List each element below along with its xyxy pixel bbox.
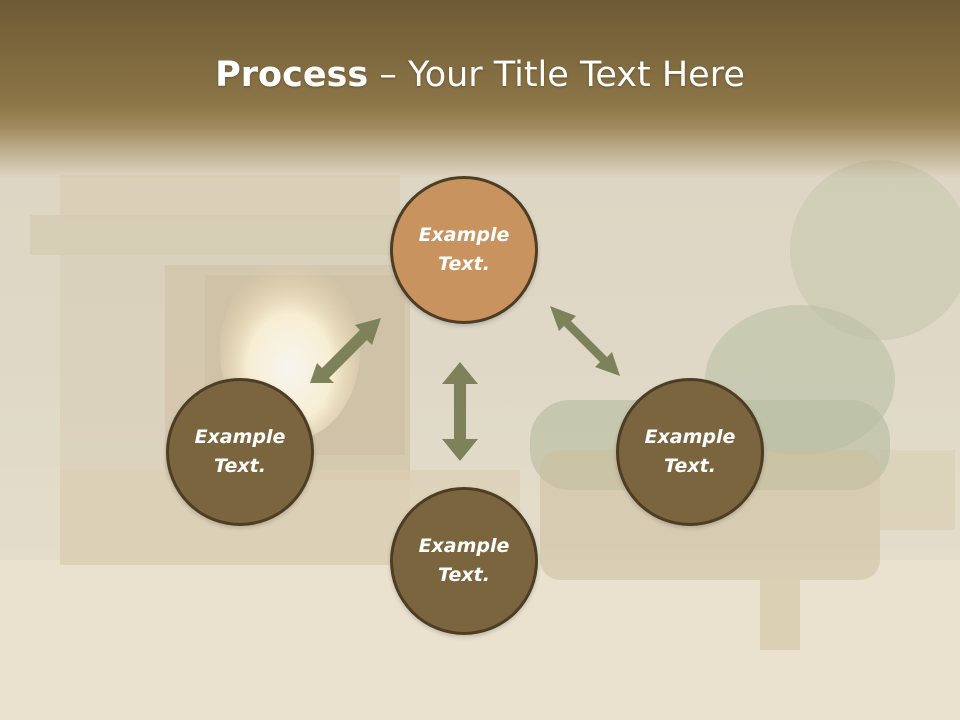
node-bottom-line1: Example [418,535,510,557]
node-top: Example Text. [390,176,538,324]
node-right: Example Text. [616,378,764,526]
node-left: Example Text. [166,378,314,526]
node-top-line2: Text. [438,253,490,275]
node-top-line1: Example [418,224,510,246]
title-rest-text: – Your Title Text Here [368,55,745,95]
page-title: Process – Your Title Text Here [0,48,960,102]
node-right-line2: Text. [664,455,716,477]
node-bottom-line2: Text. [438,564,490,586]
node-right-line1: Example [644,426,736,448]
node-left-line1: Example [194,426,286,448]
node-left-line2: Text. [214,455,266,477]
node-bottom: Example Text. [390,487,538,635]
title-bold-text: Process [215,55,369,95]
